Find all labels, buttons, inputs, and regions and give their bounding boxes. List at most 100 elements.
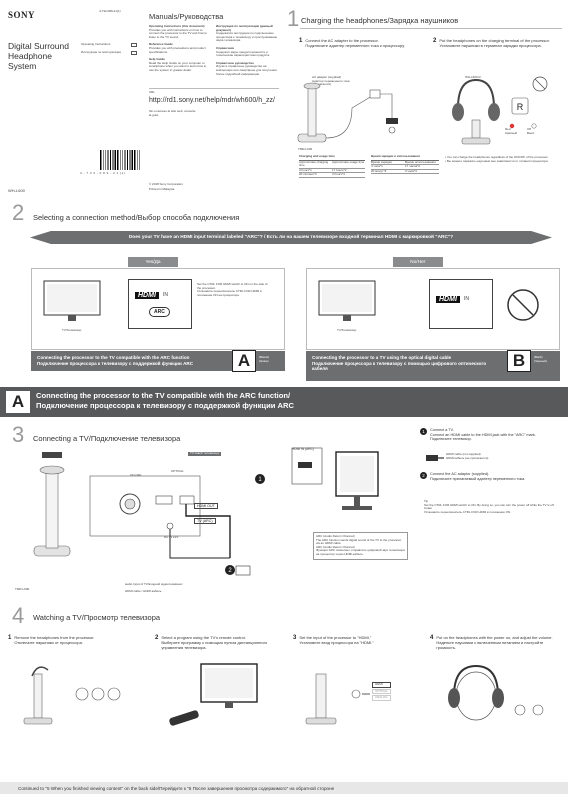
manual-text: Provides you with precautions and produc… bbox=[149, 45, 206, 54]
manual-entry: Operating Instructions (this document) P… bbox=[149, 24, 211, 39]
step-number: 1 bbox=[8, 635, 12, 641]
connect-step-2: 2 Connect the AC adaptor (supplied). Под… bbox=[420, 472, 560, 481]
in-label: IN bbox=[464, 296, 469, 302]
manuals-col-ru: Инструкция по эксплуатации (данный докум… bbox=[216, 24, 278, 76]
url-label: URL bbox=[149, 90, 156, 94]
tv-illustration bbox=[318, 280, 376, 321]
section-a-bar: A Connecting the processor to the TV com… bbox=[0, 387, 568, 417]
table-title: Время зарядки и использования bbox=[371, 154, 420, 158]
tv-back-illustration bbox=[291, 447, 379, 510]
watch-step-3: 3 Set the input of the processor to "HDM… bbox=[293, 635, 421, 645]
manual-text: Provides you with instructions on how to… bbox=[149, 27, 207, 39]
table-cell: 17 часов*2 bbox=[405, 164, 421, 169]
no-card: TV/Телевизор HDMI IN bbox=[306, 268, 560, 350]
manual-heading: Справочник bbox=[216, 45, 234, 50]
hdmi-plug-icon bbox=[426, 455, 444, 461]
path-a-banner: Connecting the processor to the TV compa… bbox=[31, 350, 285, 372]
hdmi-arc-zoom: HDMI IN ARC bbox=[128, 279, 192, 329]
rear-panel-zoom bbox=[89, 475, 201, 537]
charge-step-2: 2 Put the headphones on the charging ter… bbox=[433, 38, 561, 48]
copyright: © 2018 Sony Corporation bbox=[149, 182, 183, 186]
path-a-text: Connecting the processor to the TV compa… bbox=[37, 355, 194, 366]
hdmi-cable-spec: HDMI cable (not supplied) HDMI-кабель (н… bbox=[446, 452, 489, 460]
manual-entry: Инструкция по эксплуатации (данный докум… bbox=[216, 24, 278, 43]
table-cell: 3 часа*4 bbox=[405, 168, 417, 173]
path-b-direction: (Back) (Черный) bbox=[534, 355, 547, 363]
manual-entry: Help Guide Read the Help Guide on your c… bbox=[149, 58, 211, 72]
plug-icon bbox=[386, 118, 398, 124]
legend-swatch bbox=[131, 43, 137, 47]
hdmi-cable-line bbox=[185, 504, 231, 558]
step-text: Put the headphones on the charging termi… bbox=[439, 38, 550, 48]
step-text: Set the input of the processor to "HDMI.… bbox=[299, 635, 374, 645]
tv-arc-label: TV (ARC) bbox=[194, 518, 216, 524]
step-number: 2 bbox=[420, 472, 427, 479]
step-number: 2 bbox=[155, 635, 159, 641]
manual-heading: Reference Guide bbox=[149, 42, 173, 47]
remove-headphones-illustration bbox=[23, 666, 121, 725]
manual-heading: Инструкция по эксплуатации (данный докум… bbox=[216, 24, 273, 32]
section-number: 2 bbox=[12, 200, 25, 225]
watch-step-2: 2 Select a program using the TV's remote… bbox=[155, 635, 285, 650]
step-number: 2 bbox=[433, 38, 437, 44]
path-a-letter: A bbox=[232, 350, 256, 372]
section-number: 3 bbox=[12, 422, 25, 447]
section-title: Watching a TV/Просмотр телевизора bbox=[33, 613, 161, 622]
url-note: Sin el acceso al sitio web, consulte la … bbox=[149, 109, 196, 117]
product-name: Digital Surround Headphone System bbox=[8, 41, 69, 71]
section-title: Connecting a TV/Подключение телевизора bbox=[33, 434, 181, 443]
step-text: Remove the headphones from the processor… bbox=[14, 635, 95, 645]
hdmi-out-label: HDMI OUT bbox=[194, 503, 218, 509]
tv-side-label: TV side/К телевизору bbox=[188, 451, 222, 456]
tip-text: Tip Set the CTRL FOR HDMI switch to ON. … bbox=[424, 499, 555, 514]
path-b-letter: B bbox=[507, 350, 531, 372]
tv-connection-diagram: 1 2 bbox=[33, 452, 265, 576]
tv-illustration bbox=[43, 280, 101, 321]
ac-adapter-label: AC adapter (supplied) Адаптер переменног… bbox=[312, 75, 350, 87]
section-number: 1 bbox=[287, 6, 300, 31]
table-row: 20 минут*3 3 часа*4 bbox=[371, 168, 439, 175]
ctrl-hdmi-note: Set the CTRL FOR HDMI switch to ON on th… bbox=[197, 282, 268, 297]
audio-input-note: audio Input of TV/входной аудиотерминал bbox=[125, 582, 183, 586]
divider bbox=[300, 28, 562, 29]
input-indicator-optical: OPTICAL bbox=[372, 688, 391, 695]
path-b-banner: Connecting the processor to a TV using t… bbox=[306, 350, 560, 381]
processor-label: TMR-L600 bbox=[298, 147, 313, 151]
processor-label: TMR-L600 bbox=[15, 587, 30, 591]
headphones-illustration bbox=[452, 78, 500, 121]
charging-table-ru: Время зарядки и использования Время заря… bbox=[371, 154, 439, 175]
hdmi-zoom: HDMI IN bbox=[429, 279, 493, 329]
doc-code: 4-732-089-21(1) bbox=[99, 9, 121, 13]
manuals-title: Manuals/Руководства bbox=[149, 12, 224, 21]
path-b-text: Connecting the processor to a TV using t… bbox=[312, 355, 487, 371]
manual-text: Read the Help Guide on your computer or … bbox=[149, 60, 207, 72]
table-cell: 4 часа*1 bbox=[371, 164, 383, 169]
legend-label: Инструкция по эксплуатации bbox=[81, 50, 122, 55]
manual-heading: Operating Instructions (this document) bbox=[149, 24, 205, 28]
manuals-col-en: Operating Instructions (this document) P… bbox=[149, 24, 211, 73]
hdmi-in-arc-label: HDMI IN (ARC) bbox=[292, 447, 314, 451]
step-text: Connect the AC adaptor (supplied). Подкл… bbox=[430, 472, 526, 481]
section-number: 4 bbox=[12, 603, 25, 628]
legend-item: Инструкция по эксплуатации bbox=[81, 51, 137, 55]
off-led-icon bbox=[531, 123, 537, 129]
processor-illustration bbox=[33, 452, 71, 557]
wear-headphones-illustration bbox=[448, 664, 544, 721]
step-number: 4 bbox=[430, 635, 434, 641]
legend: Operating Instructions Инструкция по экс… bbox=[81, 43, 137, 55]
headphone-label: WH-L600 R bbox=[465, 75, 481, 79]
step-text: Connect a TV. Connect an HDMI cable to t… bbox=[430, 428, 536, 442]
dc-cable-line bbox=[169, 529, 230, 559]
table-cell: 3 hours*4 bbox=[332, 172, 345, 177]
table-cell: 20 минут*3 bbox=[371, 168, 387, 173]
watch-step-1: 1 Remove the headphones from the process… bbox=[8, 635, 146, 645]
charging-illustration-2: R bbox=[452, 76, 548, 145]
help-url[interactable]: http://rd1.sony.net/help/mdr/wh600/h_zz/ bbox=[149, 97, 275, 104]
charge-step-1: 1 Connect the AC adapter to the processo… bbox=[299, 38, 429, 48]
arc-info-box: ARC (Audio Return Channel) The ARC funct… bbox=[313, 532, 408, 560]
volume-icon bbox=[514, 704, 526, 716]
section-title: Charging the headphones/Зарядка наушнико… bbox=[301, 16, 459, 25]
